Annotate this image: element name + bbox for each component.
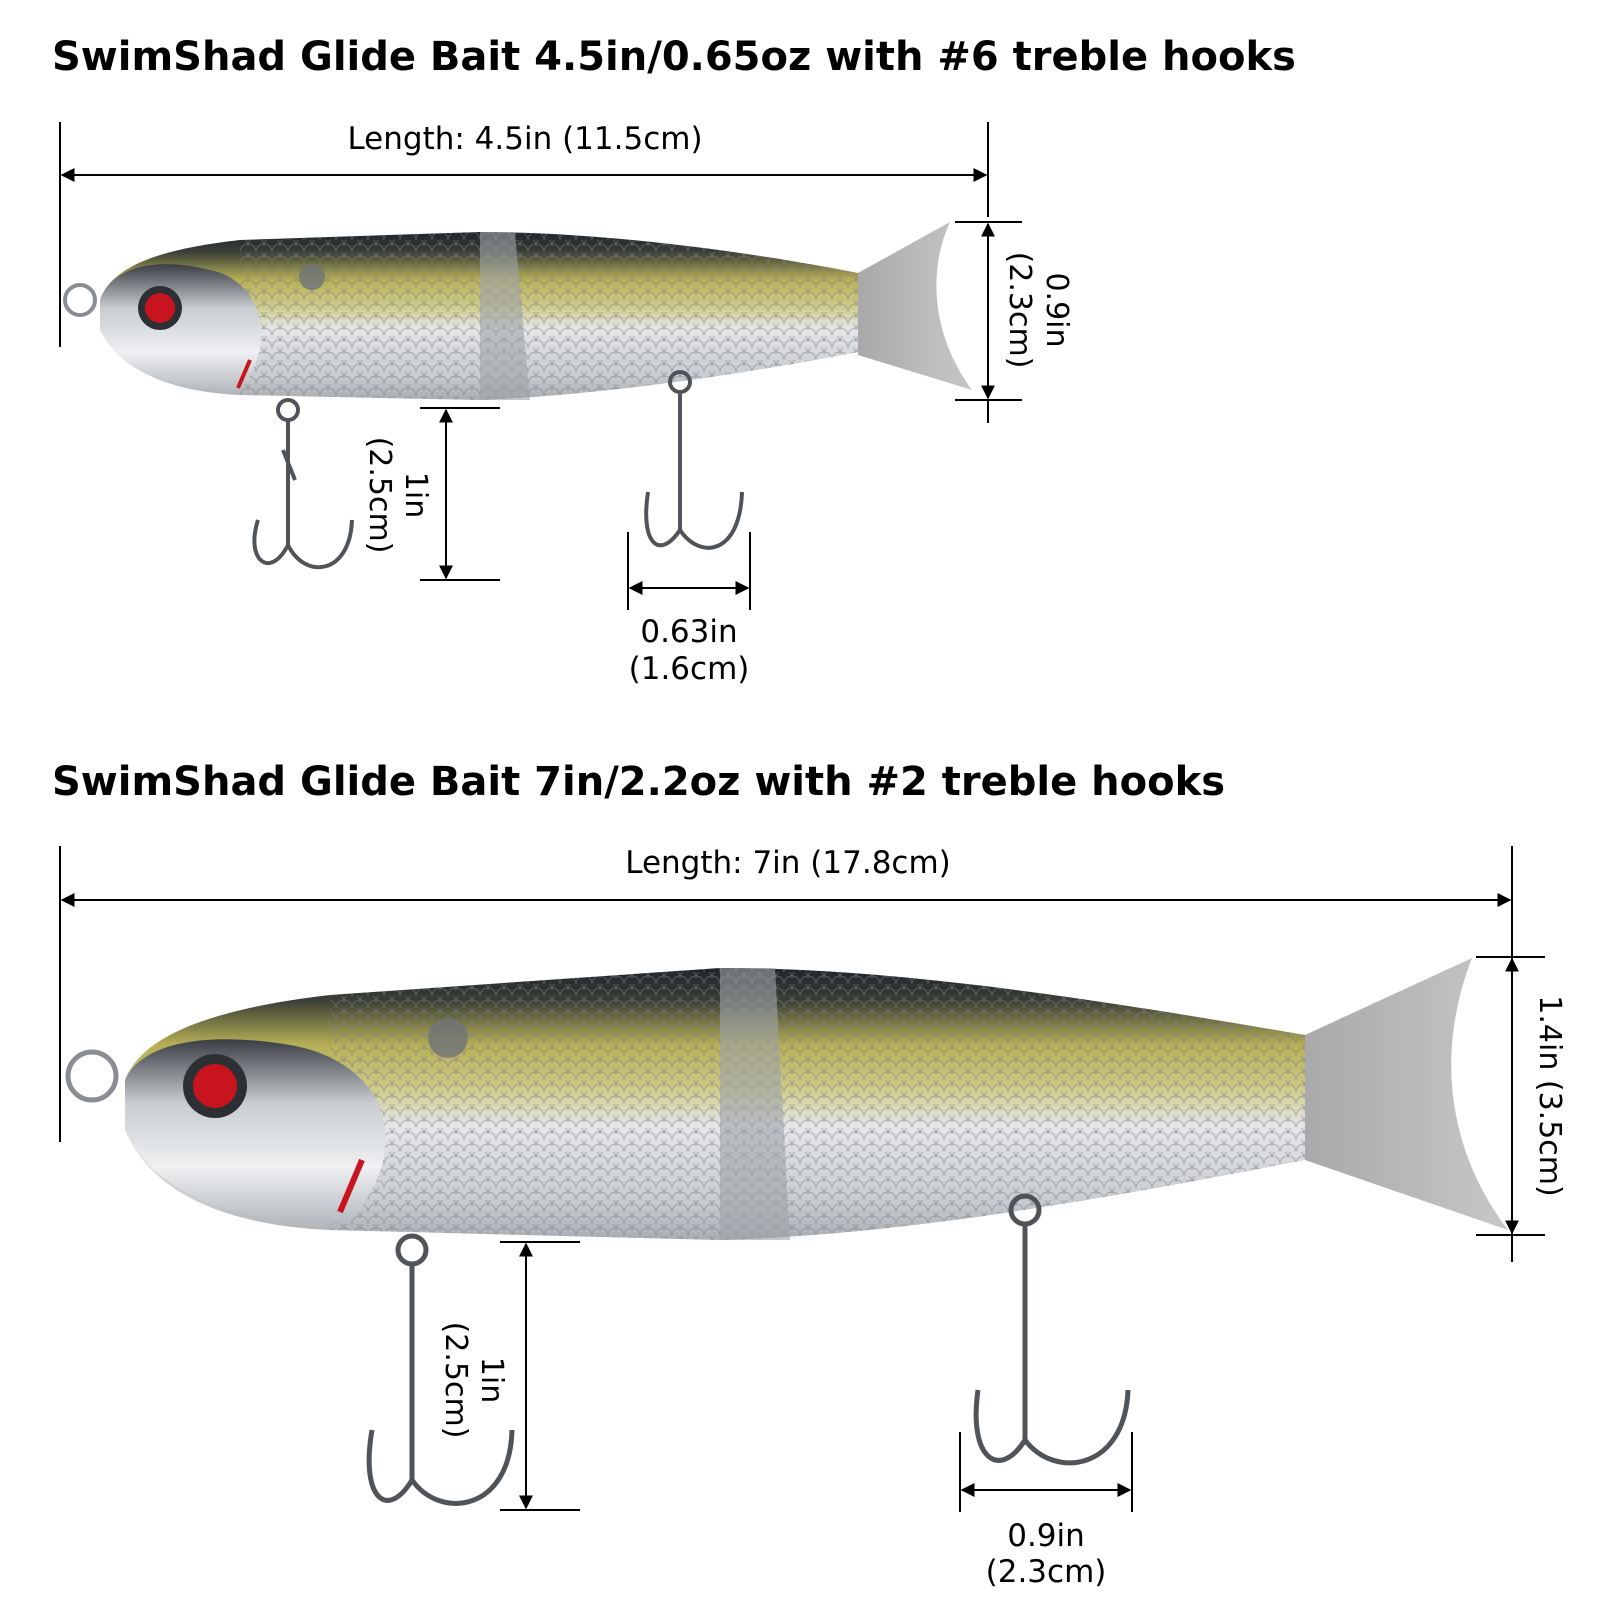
large-lure-illustration: [65, 958, 1508, 1240]
small-hook-width-label-cm: (1.6cm): [629, 651, 750, 687]
small-hook-width-dimension: [627, 532, 751, 610]
small-length-label: Length: 4.5in (11.5cm): [347, 121, 702, 157]
small-rear-hook: [644, 370, 744, 550]
large-rear-hook: [973, 1193, 1131, 1466]
small-hook-drop-label-in: 1in: [398, 472, 433, 518]
small-length-dimension: [59, 122, 989, 347]
large-hook-drop-label-cm: (2.5cm): [438, 1322, 473, 1439]
small-hook-drop-dimension: [420, 407, 500, 581]
small-front-hook: [252, 398, 354, 570]
small-height-dimension: [955, 221, 1022, 423]
small-hook-drop-label-cm: (2.5cm): [362, 437, 397, 554]
large-lure-title: SwimShad Glide Bait 7in/2.2oz with #2 tr…: [52, 759, 1225, 805]
small-height-label-cm: (2.3cm): [1002, 252, 1037, 369]
small-lure-title: SwimShad Glide Bait 4.5in/0.65oz with #6…: [52, 34, 1296, 80]
small-hook-width-label-in: 0.63in: [640, 614, 737, 650]
large-front-hook: [366, 1233, 515, 1506]
large-height-label: 1.4in (3.5cm): [1532, 995, 1567, 1196]
large-hook-width-label-cm: (2.3cm): [986, 1554, 1107, 1590]
large-length-label: Length: 7in (17.8cm): [625, 845, 951, 881]
small-lure-illustration: [63, 222, 972, 400]
large-hook-width-label-in: 0.9in: [1007, 1518, 1085, 1554]
large-hook-drop-dimension: [500, 1241, 580, 1511]
small-height-label-in: 0.9in: [1039, 272, 1074, 347]
large-hook-width-dimension: [959, 1432, 1133, 1512]
large-height-dimension: [1476, 956, 1545, 1236]
large-hook-drop-label-in: 1in: [474, 1357, 509, 1403]
